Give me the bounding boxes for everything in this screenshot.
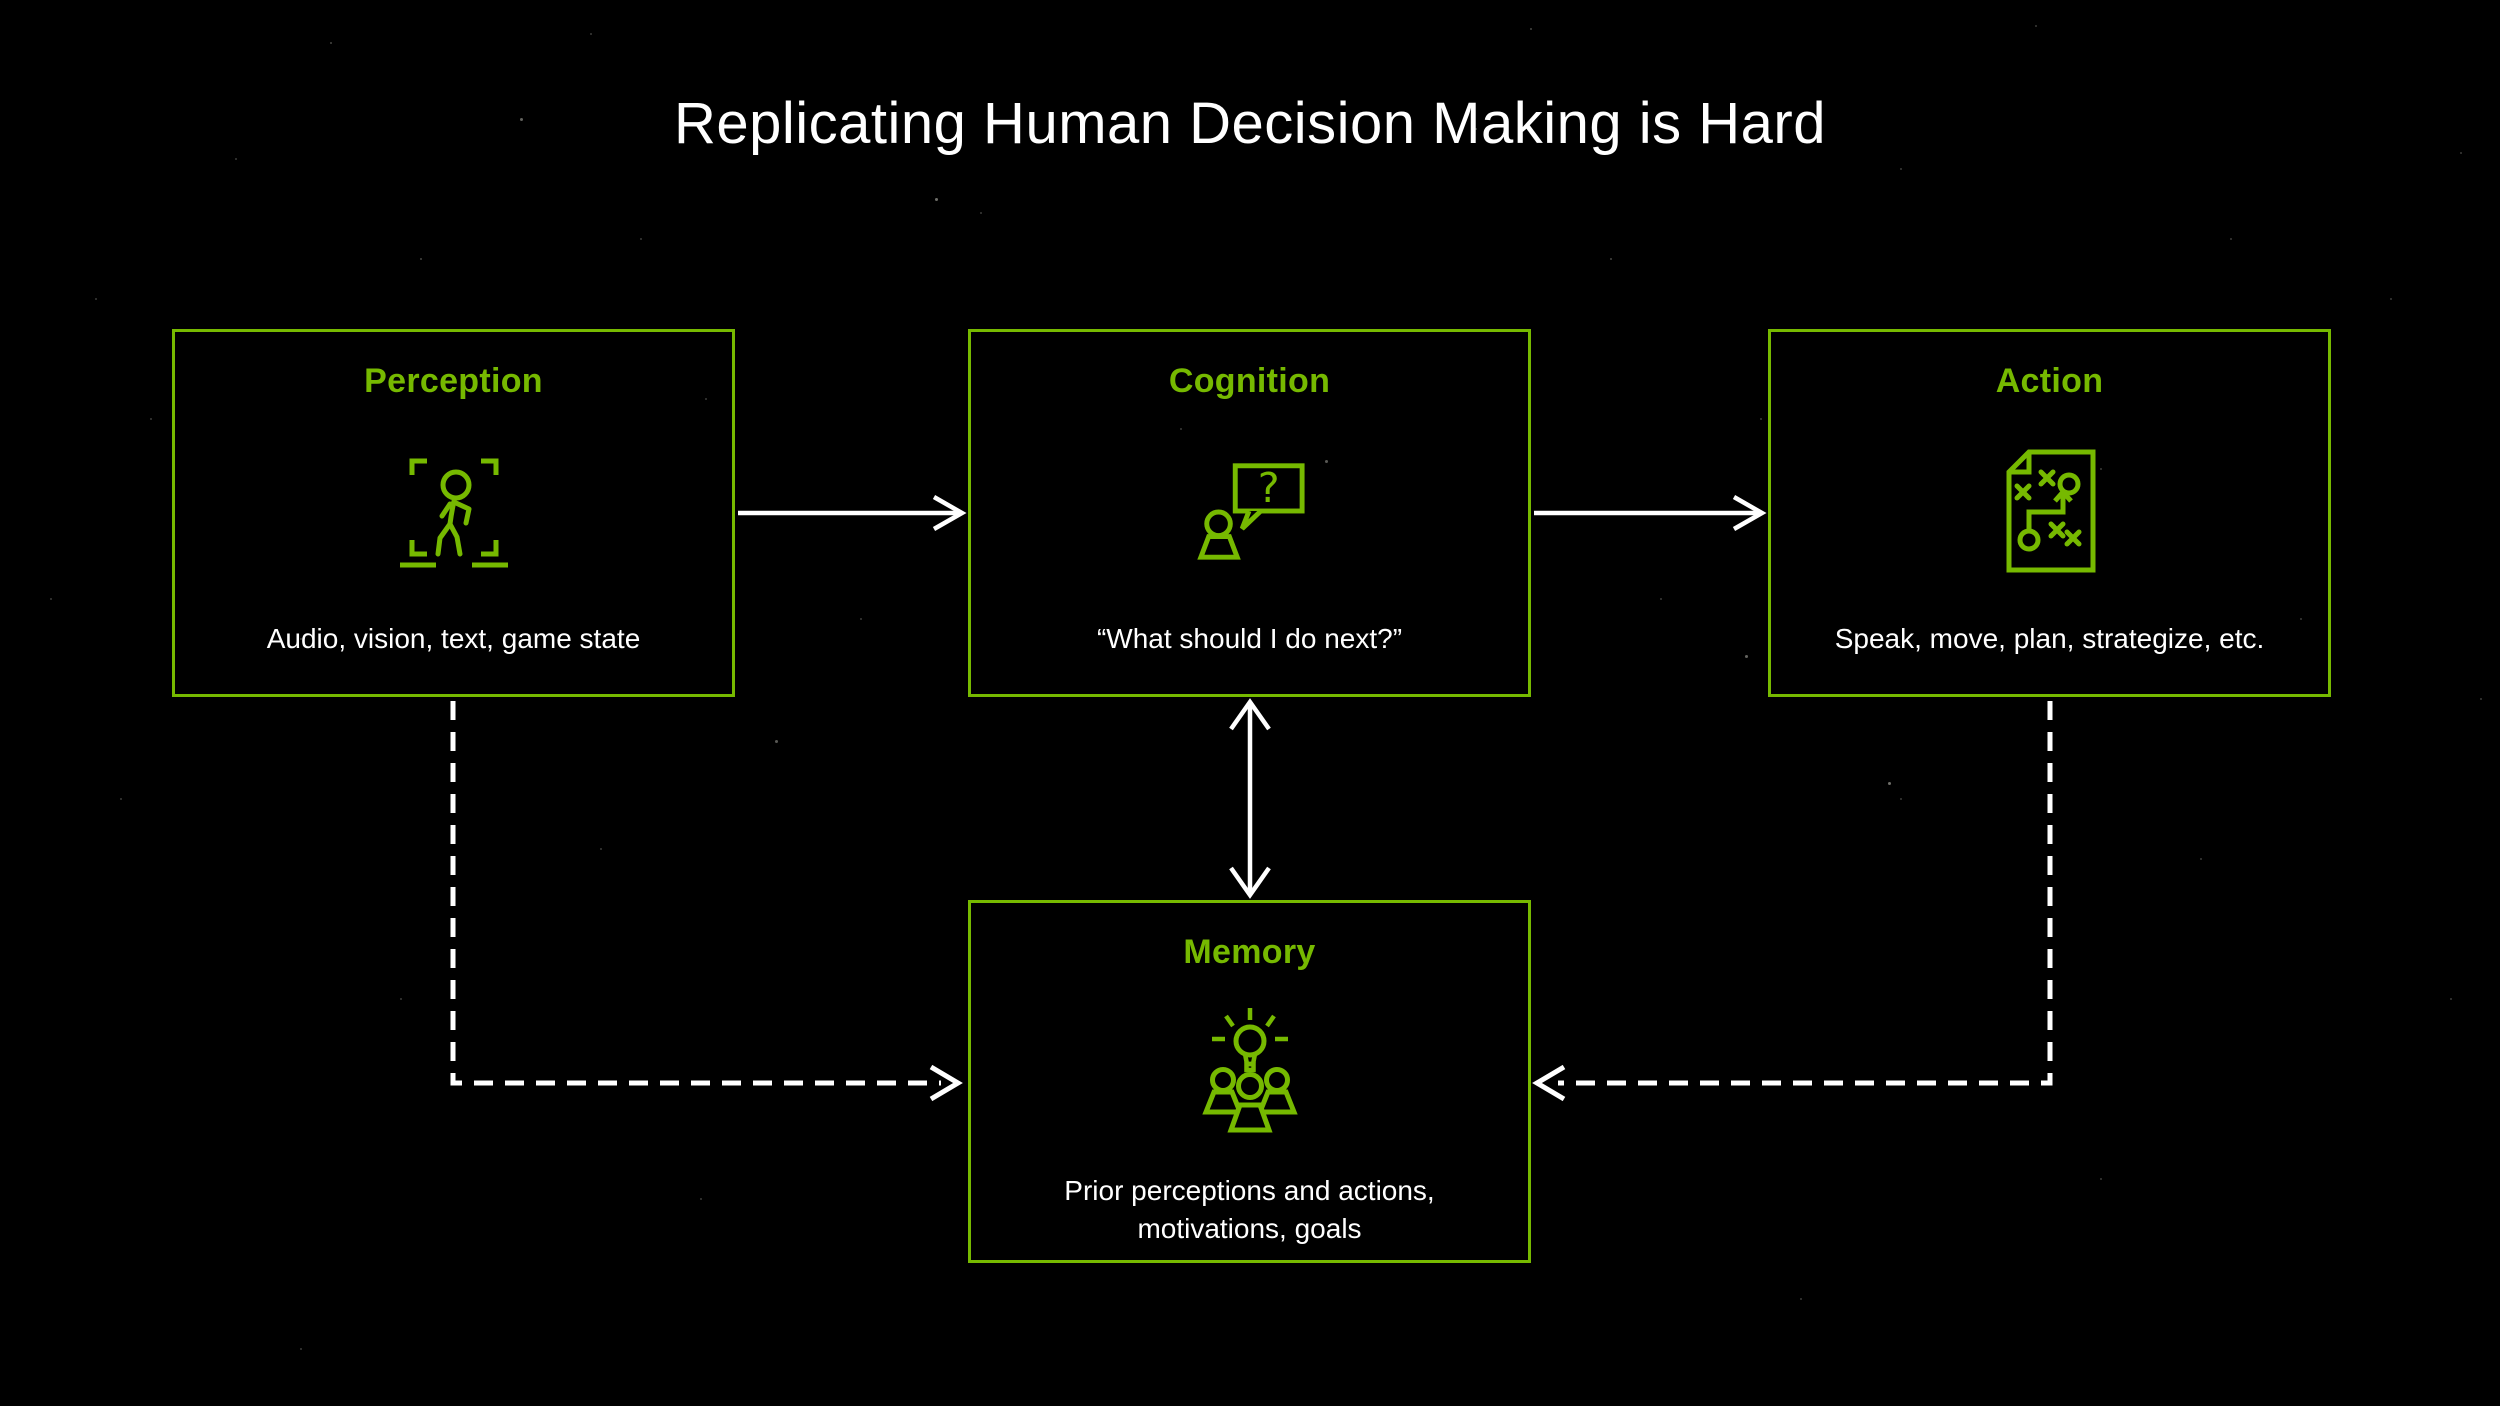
memory-description: Prior perceptions and actions, motivatio… <box>1064 1175 1435 1245</box>
perception-title: Perception <box>364 362 543 400</box>
arrow-perception-to-cognition <box>738 495 967 531</box>
person-detection-icon <box>399 458 508 568</box>
starfield-background-bright <box>0 0 3 3</box>
team-lightbulb-icon <box>1201 1008 1298 1133</box>
question-speech-bubble-icon: ? <box>1196 462 1305 560</box>
slide-title: Replicating Human Decision Making is Har… <box>674 91 1826 156</box>
svg-text:?: ? <box>1257 464 1279 512</box>
memory-title: Memory <box>1183 933 1316 971</box>
arrow-cognition-to-action <box>1534 495 1767 531</box>
dashed-arrow-perception-to-memory <box>450 701 963 1102</box>
perception-box: Perception Audio, vision, text, game sta… <box>172 329 735 697</box>
action-box: Action Speak, move, plan, strategize, et… <box>1768 329 2331 697</box>
dashed-arrow-action-to-memory <box>1532 701 2053 1102</box>
arrow-cognition-memory-bidirectional <box>1229 698 1271 899</box>
action-description: Speak, move, plan, strategize, etc. <box>1834 623 2265 655</box>
cognition-title: Cognition <box>1168 362 1331 400</box>
strategy-playbook-icon <box>2006 449 2095 573</box>
cognition-box: Cognition ? “What should I do next?” <box>968 329 1531 697</box>
memory-box: Memory Prior perce <box>968 900 1531 1263</box>
action-title: Action <box>1995 362 2104 400</box>
cognition-description: “What should I do next?” <box>1096 623 1403 655</box>
perception-description: Audio, vision, text, game state <box>266 623 641 655</box>
